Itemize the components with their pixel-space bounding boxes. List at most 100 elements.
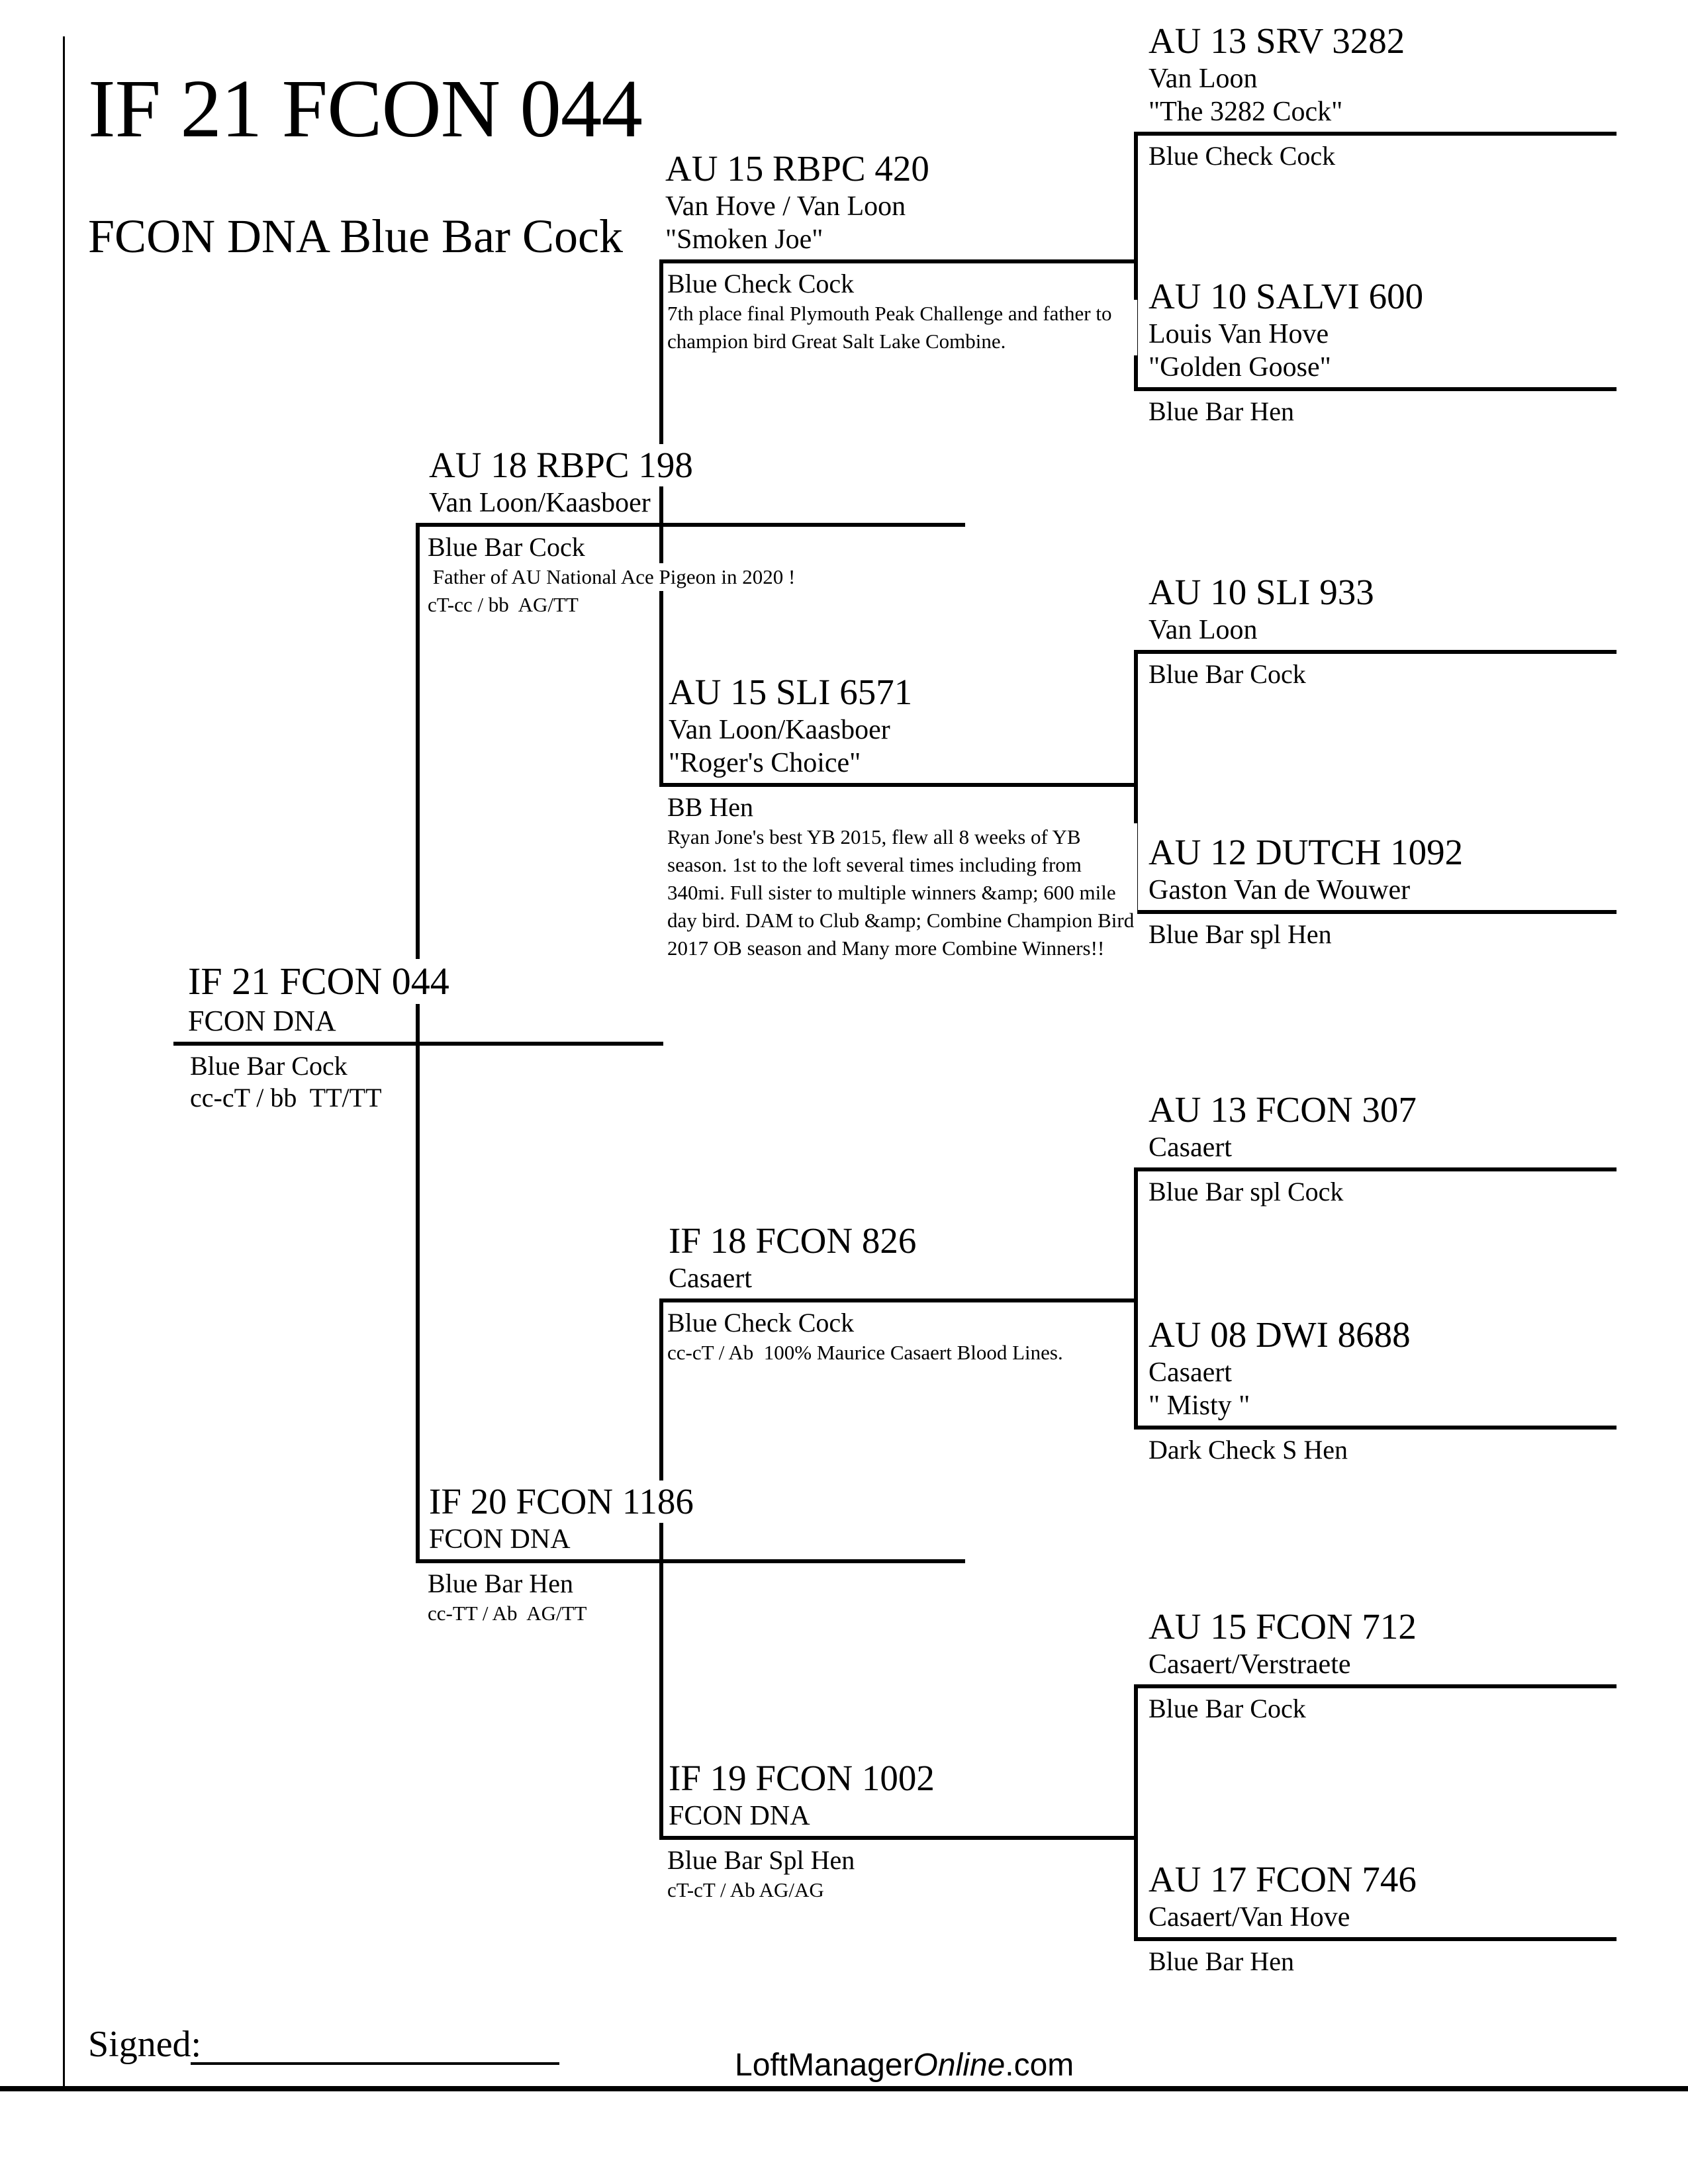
- bird-strain: Casaert/Van Hove: [1149, 1901, 1350, 1934]
- bird-band: AU 13 SRV 3282: [1149, 20, 1405, 62]
- bird-dam-names: IF 20 FCON 1186 FCON DNA: [429, 1480, 694, 1556]
- brand-prefix: LoftManager: [735, 2048, 914, 2083]
- bird-strain: Casaert: [1149, 1356, 1232, 1389]
- bird-sds-names: AU 10 SLI 933 Van Loon: [1149, 571, 1374, 647]
- bird-color: Blue Check Cock: [667, 268, 855, 300]
- bird-band: AU 13 FCON 307: [1149, 1089, 1417, 1131]
- bird-nickname: "Roger's Choice": [669, 747, 861, 780]
- bird-dd-names: IF 19 FCON 1002 FCON DNA: [669, 1757, 935, 1833]
- bird-band: AU 18 RBPC 198: [429, 444, 693, 486]
- bird-dsd-names: AU 08 DWI 8688 Casaert " Misty ": [1149, 1314, 1411, 1422]
- bird-color: Blue Bar spl Cock: [1149, 1176, 1344, 1208]
- bird-nickname: " Misty ": [1149, 1389, 1250, 1422]
- line-sd: [659, 783, 1137, 787]
- bird-strain: Van Hove / Van Loon: [665, 190, 906, 223]
- bird-strain: Van Loon: [1149, 614, 1258, 647]
- bird-strain: Louis Van Hove: [1149, 318, 1329, 351]
- bird-comment: 7th place final Plymouth Peak Challenge …: [667, 300, 1137, 355]
- line-dss: [1134, 1167, 1617, 1171]
- bird-ds-note: Blue Check Cock cc-cT / Ab 100% Maurice …: [667, 1307, 1063, 1367]
- bird-color: Blue Check Cock: [1149, 140, 1336, 172]
- line-sdd: [1134, 910, 1617, 914]
- bird-strain: Gaston Van de Wouwer: [1149, 874, 1411, 907]
- bird-color: Blue Bar Hen: [1149, 1946, 1294, 1978]
- bird-sss-note: Blue Check Cock: [1149, 140, 1336, 172]
- connector-gen4-dd: [1134, 1684, 1138, 1941]
- bird-sss-names: AU 13 SRV 3282 Van Loon "The 3282 Cock": [1149, 20, 1405, 128]
- bird-dss-names: AU 13 FCON 307 Casaert: [1149, 1089, 1417, 1164]
- bird-genetics: cT-cT / Ab AG/AG: [667, 1876, 824, 1904]
- line-ssd: [1134, 387, 1617, 391]
- bird-band: IF 20 FCON 1186: [429, 1480, 694, 1523]
- line-ds: [659, 1298, 1137, 1302]
- bird-band: IF 19 FCON 1002: [669, 1757, 935, 1799]
- bird-band: AU 15 RBPC 420: [665, 148, 929, 190]
- bird-ss-names: AU 15 RBPC 420 Van Hove / Van Loon "Smok…: [665, 148, 929, 256]
- line-d: [416, 1559, 965, 1563]
- bird-band: AU 08 DWI 8688: [1149, 1314, 1411, 1356]
- page-left-border: [63, 36, 65, 2090]
- bird-ds-names: IF 18 FCON 826 Casaert: [669, 1220, 917, 1295]
- bird-genetics: cT-cc / bb AG/TT: [428, 591, 579, 619]
- bird-color: Blue Bar Hen: [1149, 396, 1294, 428]
- bird-band: AU 15 FCON 712: [1149, 1606, 1417, 1648]
- line-s: [416, 523, 965, 527]
- bird-color: Blue Bar Hen: [428, 1568, 573, 1600]
- bird-color: Blue Bar Spl Hen: [667, 1844, 855, 1876]
- bird-band: AU 10 SLI 933: [1149, 571, 1374, 614]
- bird-color: Blue Bar Cock: [1149, 659, 1306, 690]
- bird-ss-note: Blue Check Cock 7th place final Plymouth…: [667, 268, 1137, 355]
- line-sds: [1134, 650, 1617, 654]
- bird-color: Blue Check Cock: [667, 1307, 855, 1339]
- connector-gen3-sire: [659, 259, 663, 787]
- bird-sire-names: AU 18 RBPC 198 Van Loon/Kaasboer: [429, 444, 693, 520]
- line-ddd: [1134, 1937, 1617, 1941]
- connector-gen3-dam: [659, 1298, 663, 1840]
- bird-band: AU 17 FCON 746: [1149, 1858, 1417, 1901]
- bird-ssd-note: Blue Bar Hen: [1149, 396, 1294, 428]
- bird-comment: Father of AU National Ace Pigeon in 2020…: [428, 563, 796, 591]
- signed-label: Signed:: [88, 2024, 202, 2065]
- connector-gen4-ss: [1134, 132, 1138, 391]
- connector-gen4-ds: [1134, 1167, 1138, 1430]
- bird-strain: Casaert: [669, 1262, 752, 1295]
- page-subtitle: FCON DNA Blue Bar Cock: [88, 210, 623, 263]
- bird-band: IF 18 FCON 826: [669, 1220, 917, 1262]
- bird-band: IF 21 FCON 044: [188, 959, 449, 1004]
- bird-dds-names: AU 15 FCON 712 Casaert/Verstraete: [1149, 1606, 1417, 1681]
- bird-sdd-note: Blue Bar spl Hen: [1149, 919, 1332, 950]
- page-bottom-rule: [0, 2086, 1688, 2091]
- line-dsd: [1134, 1426, 1617, 1430]
- bird-comment: Ryan Jone's best YB 2015, flew all 8 wee…: [667, 823, 1137, 962]
- bird-dds-note: Blue Bar Cock: [1149, 1693, 1306, 1725]
- bird-subject-names: IF 21 FCON 044 FCON DNA: [188, 959, 449, 1038]
- bird-band: AU 10 SALVI 600: [1149, 275, 1424, 318]
- bird-genetics: cc-TT / Ab AG/TT: [428, 1600, 587, 1627]
- page-title: IF 21 FCON 044: [88, 64, 643, 155]
- signature-line: [191, 2062, 559, 2065]
- bird-strain: FCON DNA: [429, 1523, 571, 1556]
- brand-suffix: .com: [1005, 2048, 1074, 2083]
- bird-ddd-names: AU 17 FCON 746 Casaert/Van Hove: [1149, 1858, 1417, 1934]
- bird-band: AU 12 DUTCH 1092: [1149, 831, 1464, 874]
- bird-color: Blue Bar Cock: [1149, 1693, 1306, 1725]
- bird-strain: Casaert: [1149, 1131, 1232, 1164]
- bird-sire-note: Blue Bar Cock Father of AU National Ace …: [428, 531, 796, 619]
- bird-sds-note: Blue Bar Cock: [1149, 659, 1306, 690]
- bird-nickname: "Smoken Joe": [665, 223, 823, 256]
- brand-italic: Online: [913, 2048, 1006, 2083]
- bird-sd-note: BB Hen Ryan Jone's best YB 2015, flew al…: [667, 792, 1137, 962]
- bird-dd-note: Blue Bar Spl Hen cT-cT / Ab AG/AG: [667, 1844, 855, 1904]
- bird-strain: FCON DNA: [669, 1799, 810, 1833]
- bird-color: BB Hen: [667, 792, 753, 823]
- line-sss: [1134, 132, 1617, 136]
- line-ss: [659, 259, 1137, 263]
- bird-sd-names: AU 15 SLI 6571 Van Loon/Kaasboer "Roger'…: [669, 671, 913, 780]
- connector-gen2: [416, 523, 420, 1563]
- bird-strain: Casaert/Verstraete: [1149, 1648, 1351, 1681]
- connector-gen4-sd: [1134, 650, 1138, 914]
- bird-color: Blue Bar spl Hen: [1149, 919, 1332, 950]
- bird-strain: Van Loon/Kaasboer: [429, 486, 651, 520]
- bird-strain: FCON DNA: [188, 1004, 336, 1038]
